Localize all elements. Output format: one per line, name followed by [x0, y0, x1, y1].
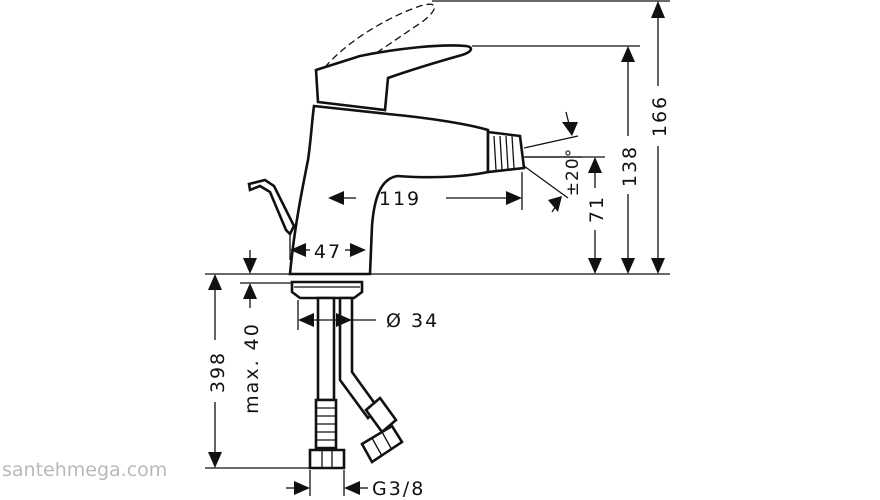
aerator	[486, 130, 526, 174]
dim-max-thickness: max. 40	[241, 322, 263, 414]
body	[288, 104, 490, 276]
nut-right	[360, 424, 404, 464]
faucet-body	[247, 3, 526, 470]
supply-hose-right	[338, 296, 380, 420]
base-plate	[290, 280, 364, 300]
dim-angle: ±20°	[563, 148, 583, 196]
watermark: santehmega.com	[2, 459, 167, 481]
dimension-lines	[208, 1, 665, 495]
dim-diameter: Ø 34	[386, 310, 439, 332]
hose-fitting-right	[364, 396, 398, 434]
dim-base-offset: 47	[314, 241, 342, 263]
extension-lines	[205, 0, 670, 496]
dim-spout-reach: 119	[379, 188, 421, 210]
dim-spout-height: 71	[586, 195, 608, 223]
lever	[314, 44, 473, 112]
supply-hose-left	[316, 296, 336, 402]
dim-total-height: 166	[649, 95, 671, 137]
dim-hose-length: 398	[207, 351, 229, 393]
pop-up-rod	[247, 178, 296, 237]
nut-left	[308, 448, 346, 470]
dim-thread: G3/8	[372, 478, 425, 500]
dim-lever-height: 138	[619, 145, 641, 187]
